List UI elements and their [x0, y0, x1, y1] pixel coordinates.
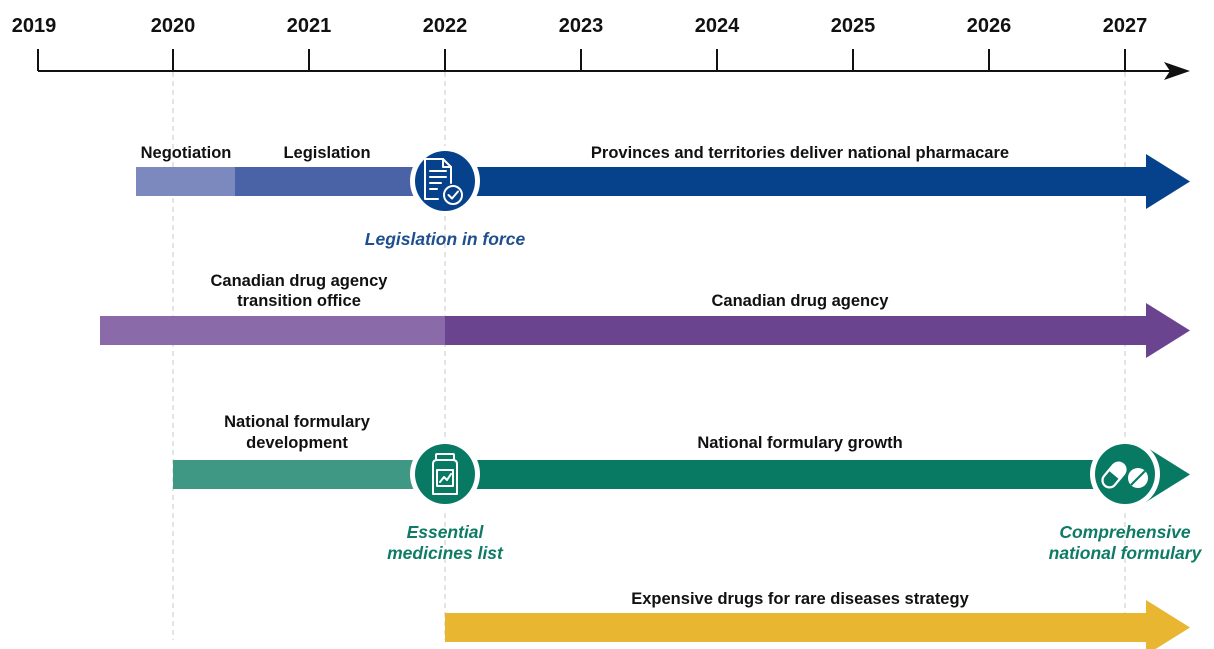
year-label-2020: 2020: [151, 15, 196, 37]
document-check-icon: [424, 158, 463, 205]
legislation-label: Legislation: [283, 144, 370, 162]
pharmacare-track: Negotiation Legislation Provinces and te…: [136, 144, 1190, 249]
pills-icon: [1101, 461, 1148, 489]
comprehensive-formulary-label-line2: national formulary: [1049, 543, 1203, 563]
year-label-2025: 2025: [831, 15, 876, 37]
formulary-development-bar: [173, 460, 447, 489]
rare-diseases-label: Expensive drugs for rare diseases strate…: [631, 590, 969, 608]
formulary-growth-label: National formulary growth: [697, 434, 902, 452]
formulary-development-label-line1: National formulary: [224, 413, 371, 431]
year-label-2019: 2019: [12, 15, 57, 37]
rare-diseases-track: Expensive drugs for rare diseases strate…: [445, 590, 1190, 649]
negotiation-bar: [136, 167, 236, 196]
axis-arrowhead: [1164, 62, 1190, 80]
agency-arrowhead: [1146, 303, 1190, 358]
delivery-label: Provinces and territories deliver nation…: [591, 144, 1009, 162]
essential-medicines-label-line2: medicines list: [387, 543, 504, 563]
agency-bar: [445, 316, 1147, 345]
rare-diseases-arrowhead: [1146, 600, 1190, 649]
agency-label: Canadian drug agency: [712, 292, 890, 310]
milestone-circle-inner: [415, 444, 475, 504]
transition-office-label-line1: Canadian drug agency: [211, 272, 389, 290]
legislation-in-force-label: Legislation in force: [365, 229, 526, 249]
delivery-bar: [445, 167, 1147, 196]
year-label-2026: 2026: [967, 15, 1012, 37]
delivery-arrowhead: [1146, 154, 1190, 209]
comprehensive-formulary-milestone: Comprehensive national formulary: [1049, 439, 1203, 563]
formulary-development-label-line2: development: [246, 434, 348, 452]
year-axis: 2019 2020 2021 2022 2023 2024 2025 2026 …: [12, 15, 1190, 80]
transition-office-bar: [100, 316, 446, 345]
year-label-2027: 2027: [1103, 15, 1148, 37]
rare-diseases-bar: [445, 613, 1147, 642]
negotiation-label: Negotiation: [141, 144, 232, 162]
legislation-in-force-milestone: Legislation in force: [365, 146, 526, 249]
axis-ticks: [37, 49, 1126, 71]
medicine-bottle-icon: [432, 453, 458, 495]
agency-track: Canadian drug agency transition office C…: [100, 272, 1190, 358]
year-label-2021: 2021: [287, 15, 332, 37]
formulary-track: National formulary development National …: [173, 413, 1203, 563]
year-label-2023: 2023: [559, 15, 604, 37]
year-label-2022: 2022: [423, 15, 468, 37]
transition-office-label-line2: transition office: [237, 292, 361, 310]
comprehensive-formulary-label-line1: Comprehensive: [1059, 522, 1191, 542]
year-label-2024: 2024: [695, 15, 740, 37]
essential-medicines-milestone: Essential medicines list: [387, 439, 504, 563]
formulary-growth-bar: [445, 460, 1147, 489]
essential-medicines-label-line1: Essential: [407, 522, 485, 542]
